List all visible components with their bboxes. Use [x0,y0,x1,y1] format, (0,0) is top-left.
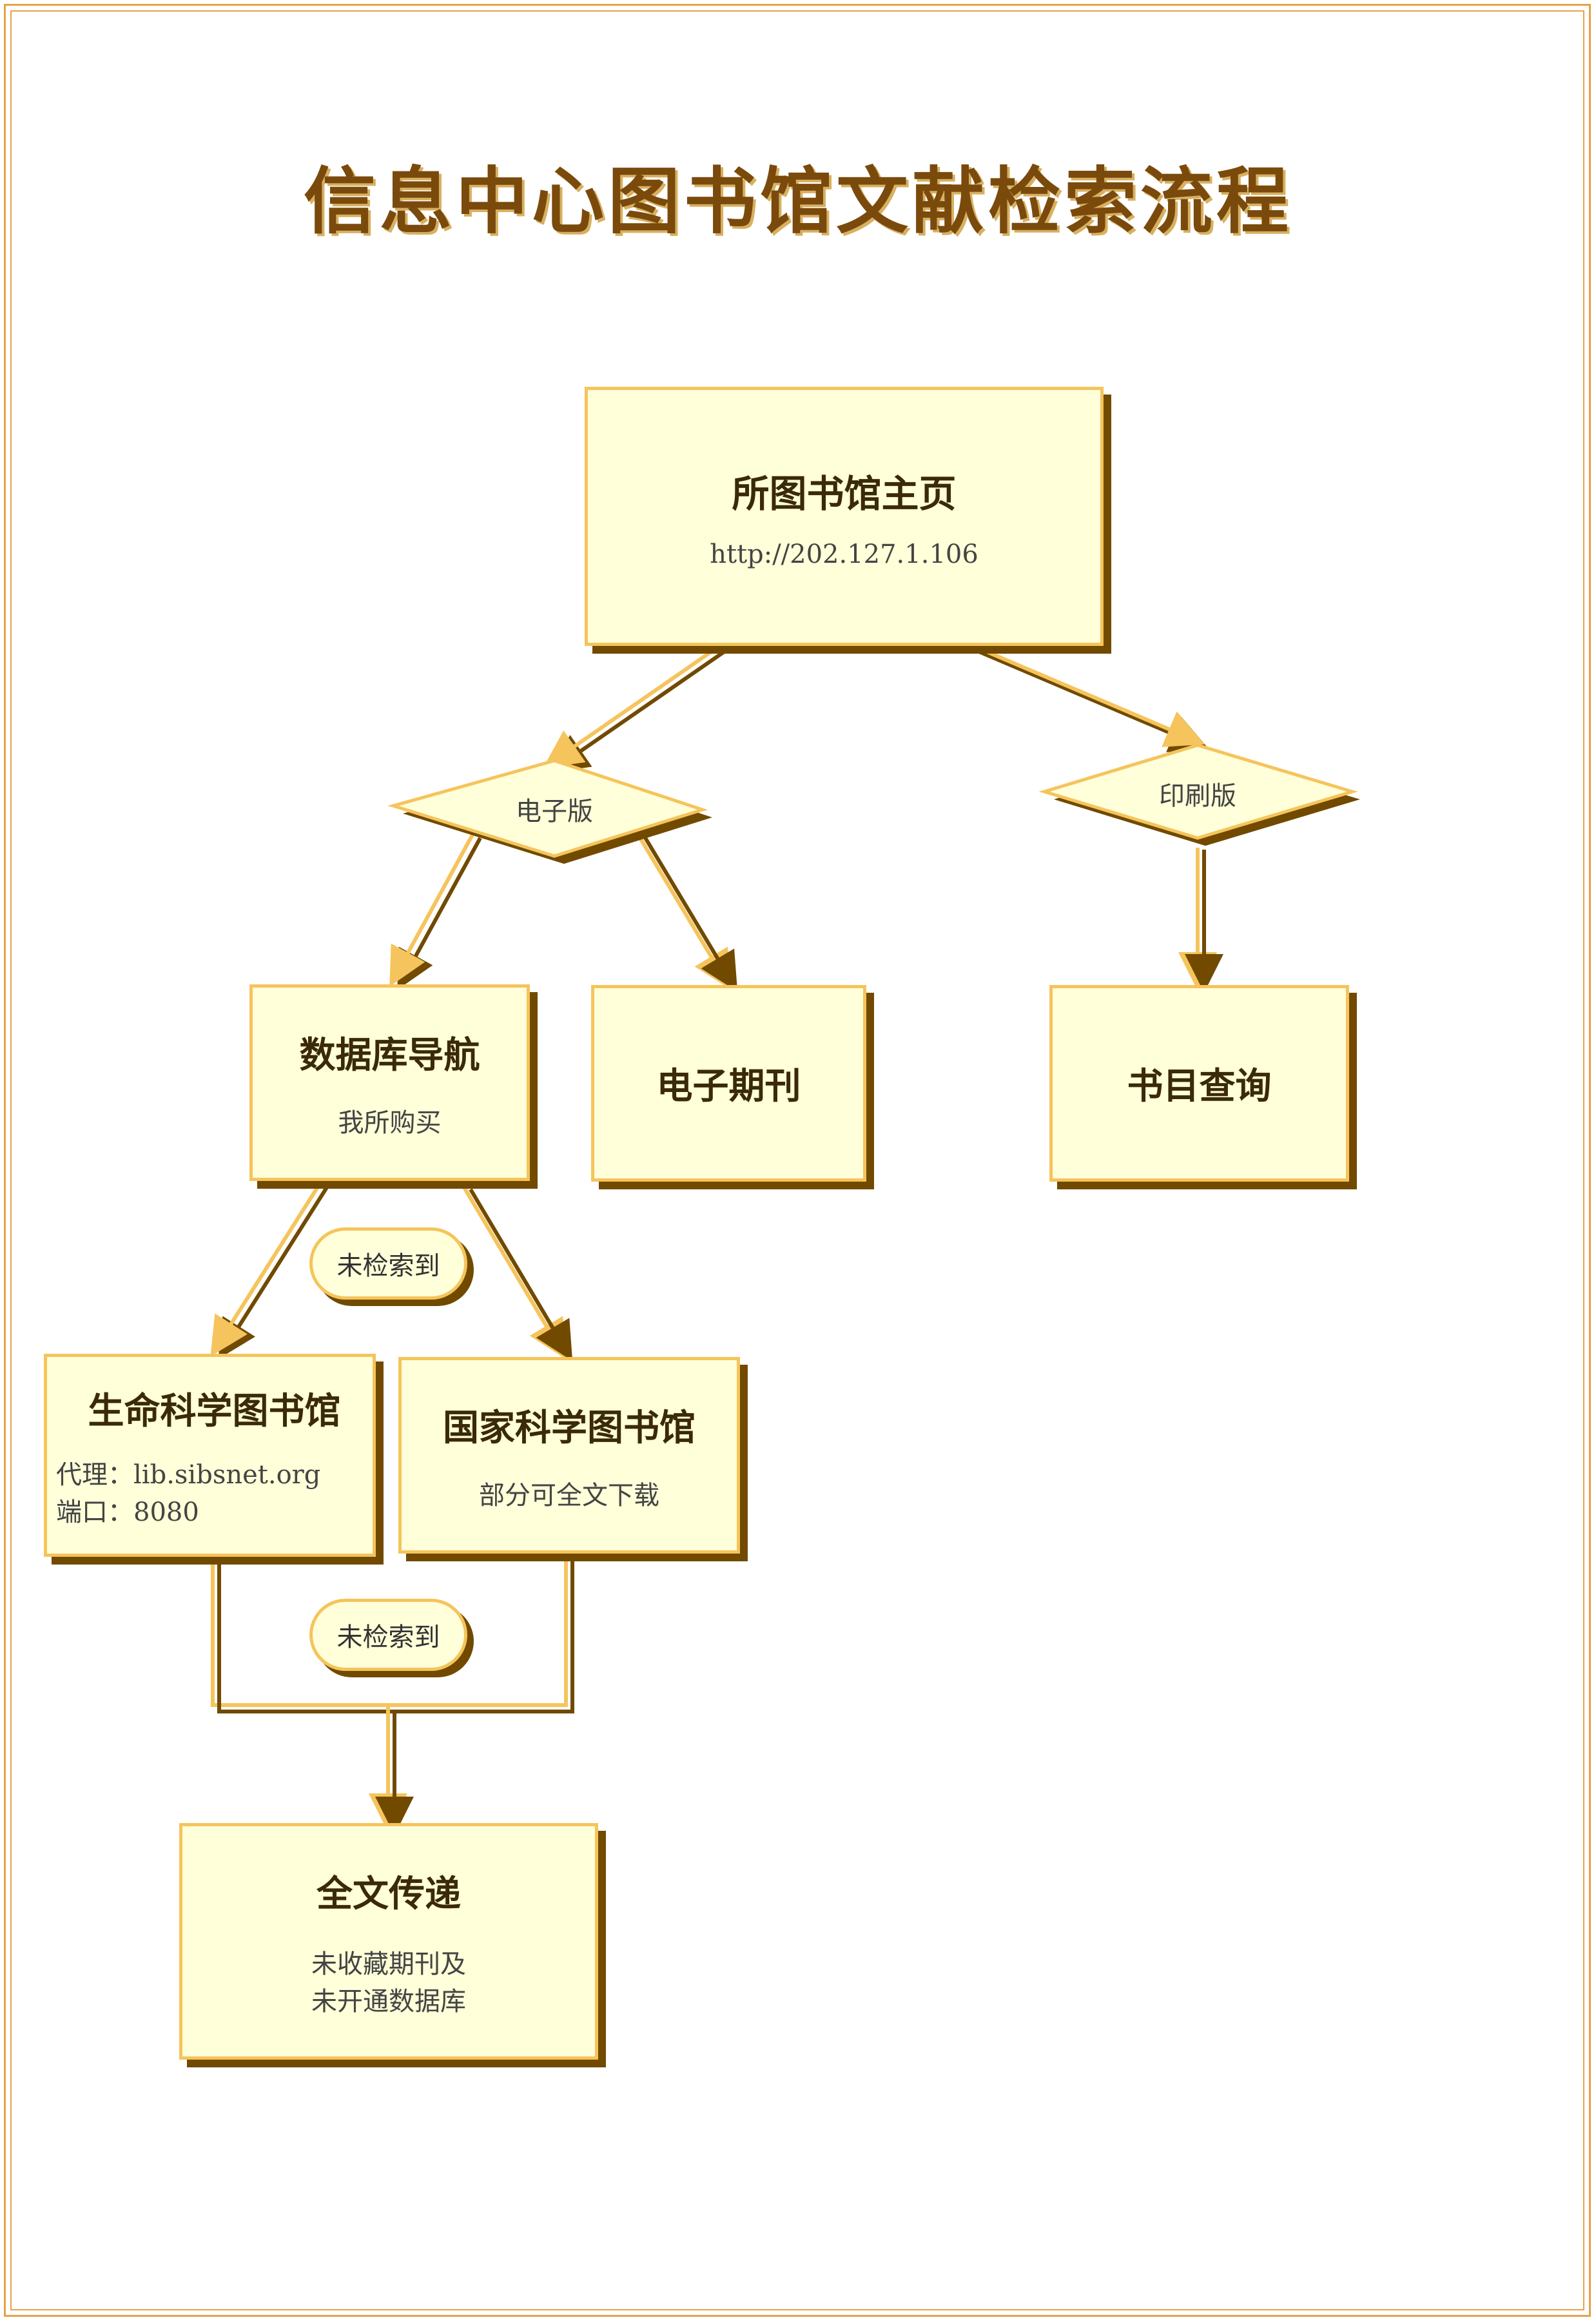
node-fulltext-delivery-sub2: 未开通数据库 [311,1987,466,2016]
node-life-science-library[interactable]: 生命科学图书馆 代理：lib.sibsnet.org 端口：8080 [44,1354,376,1557]
decision-electronic [387,759,712,864]
node-national-science-library-sub: 部分可全文下载 [479,1481,659,1510]
node-library-homepage-title: 所图书馆主页 [732,472,957,516]
node-life-science-library-title: 生命科学图书馆 [88,1390,341,1432]
decision-print-label: 印刷版 [1159,781,1236,811]
decision-print [1038,743,1360,846]
node-database-navigation-sub: 我所购买 [338,1108,442,1138]
page-frame-inner [10,10,1584,2310]
node-fulltext-delivery-sub1: 未收藏期刊及 [311,1949,466,1979]
node-ejournal[interactable]: 电子期刊 [591,985,866,1182]
node-library-homepage-url: http://202.127.1.106 [710,540,978,569]
arrow-home-to-print [969,643,1210,752]
node-fulltext-delivery[interactable]: 全文传递 未收藏期刊及 未开通数据库 [179,1823,598,2060]
page-title: 信息中心图书馆文献检索流程 [304,160,1292,244]
arrow-electronic-to-ejournal [636,834,738,992]
arrow-print-to-catalog [1178,848,1223,993]
node-database-navigation-title: 数据库导航 [299,1035,480,1077]
node-ejournal-title: 电子期刊 [656,1066,801,1107]
arrow-home-to-electronic [543,646,726,773]
arrow-merge-to-delivery [211,1560,574,1835]
node-national-science-library[interactable]: 国家科学图书馆 部分可全文下载 [398,1357,740,1554]
node-life-science-library-port: 端口：8080 [56,1498,199,1527]
decision-electronic-label: 电子版 [516,797,593,826]
node-database-navigation[interactable]: 数据库导航 我所购买 [249,984,530,1181]
node-catalog-search-title: 书目查询 [1127,1066,1272,1107]
node-library-homepage[interactable]: 所图书馆主页 http://202.127.1.106 [585,387,1104,646]
node-national-science-library-title: 国家科学图书馆 [443,1407,696,1449]
page-frame [4,4,1591,2317]
node-fulltext-delivery-title: 全文传递 [316,1873,461,1915]
arrow-dbnav-to-nsl [462,1186,573,1361]
node-life-science-library-proxy: 代理：lib.sibsnet.org [56,1460,321,1490]
node-catalog-search[interactable]: 书目查询 [1049,985,1349,1182]
arrow-electronic-to-dbnav [389,834,482,990]
arrow-dbnav-to-lifesci [210,1184,329,1360]
pill-not-found-1: 未检索到 [309,1227,467,1300]
pill-not-found-2: 未检索到 [309,1599,467,1671]
